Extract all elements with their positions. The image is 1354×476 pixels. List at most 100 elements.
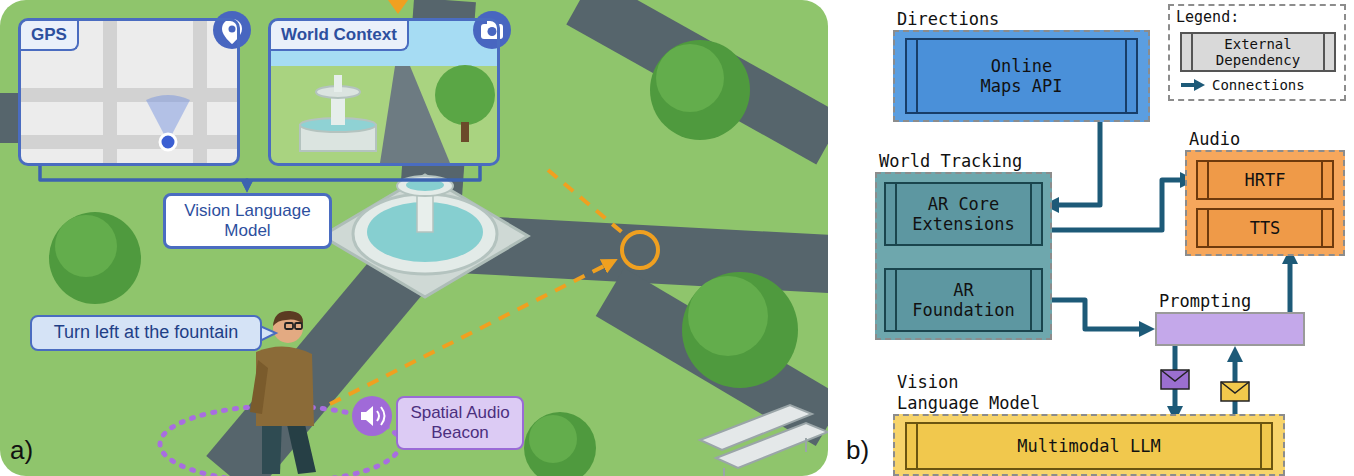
tree bbox=[55, 215, 117, 277]
road bbox=[230, 255, 415, 476]
road bbox=[580, 0, 828, 140]
camera-view bbox=[461, 122, 469, 142]
route-path bbox=[548, 170, 624, 234]
tree bbox=[688, 276, 768, 356]
tree bbox=[650, 40, 750, 140]
camera-icon bbox=[487, 21, 497, 26]
bench bbox=[700, 405, 812, 450]
info-panel: World Context bbox=[268, 18, 500, 166]
tree bbox=[49, 40, 798, 476]
tree bbox=[524, 412, 596, 476]
panel-heading: World Context bbox=[271, 21, 409, 51]
park-scene bbox=[0, 0, 828, 476]
camera-view bbox=[271, 21, 497, 163]
person bbox=[286, 420, 316, 474]
module-group: World TrackingAR Core ExtensionsAR Found… bbox=[875, 172, 1052, 340]
connection-sample bbox=[1181, 83, 1196, 87]
connection-sample bbox=[1180, 78, 1206, 92]
gps-map bbox=[21, 21, 237, 163]
dependency-box: Online Maps API bbox=[905, 38, 1138, 114]
road bbox=[0, 93, 200, 143]
fountain bbox=[367, 202, 483, 262]
model-box: Vision Language Model bbox=[163, 193, 332, 250]
dependency-box: Multimodal LLM bbox=[905, 422, 1273, 470]
gps-map bbox=[21, 21, 237, 163]
envelope-icon bbox=[1221, 382, 1249, 401]
group-heading: Prompting bbox=[1159, 291, 1251, 311]
node-text: Multimodal LLM bbox=[1017, 436, 1160, 456]
group-heading: Directions bbox=[897, 9, 999, 29]
envelope-icon bbox=[1161, 370, 1189, 389]
audio-ring bbox=[160, 406, 400, 476]
route-path bbox=[330, 262, 612, 404]
camera-view bbox=[300, 125, 376, 151]
person bbox=[250, 360, 268, 414]
person bbox=[273, 311, 303, 326]
gps-map bbox=[146, 95, 190, 142]
legend-swatch: External Dependency bbox=[1180, 32, 1336, 72]
view-marker bbox=[388, 0, 408, 14]
camera-view bbox=[435, 65, 495, 125]
group-heading: Audio bbox=[1189, 129, 1240, 149]
dependency-box: AR Foundation bbox=[884, 268, 1043, 332]
connector-arrow bbox=[1288, 256, 1293, 312]
panel-heading: GPS bbox=[21, 21, 79, 51]
panel-letter: a) bbox=[10, 436, 33, 465]
camera-view bbox=[316, 86, 360, 98]
node-text: TTS bbox=[1250, 218, 1281, 238]
camera-icon bbox=[488, 27, 497, 36]
connector-arrow bbox=[247, 166, 480, 186]
camera-view bbox=[334, 75, 342, 92]
node-text: AR Core Extensions bbox=[904, 194, 1023, 235]
gps-map bbox=[193, 21, 207, 163]
envelope-icon bbox=[1161, 370, 1189, 381]
node-text: Vision Language Model bbox=[174, 201, 321, 242]
waypoint-ring bbox=[622, 232, 658, 268]
speaker-icon bbox=[377, 407, 385, 425]
legend-text: Connections bbox=[1212, 77, 1305, 93]
connection-sample bbox=[1194, 79, 1205, 91]
connector-arrow bbox=[40, 166, 247, 186]
gps-map bbox=[21, 88, 237, 102]
fountain bbox=[417, 184, 433, 232]
pin-icon bbox=[229, 26, 236, 33]
gps-map bbox=[160, 134, 176, 150]
pin-icon bbox=[213, 11, 251, 49]
node-text: Spatial Audio Beacon bbox=[406, 403, 514, 444]
node-text: Turn left at the fountain bbox=[54, 322, 238, 344]
connector-arrow bbox=[1233, 354, 1238, 422]
road bbox=[610, 292, 828, 422]
legend-entry: Connections bbox=[1180, 77, 1336, 93]
bubble-tail bbox=[260, 326, 276, 341]
road bbox=[0, 0, 828, 476]
envelope-icon bbox=[1161, 370, 1189, 389]
connector-arrow bbox=[1173, 346, 1178, 414]
speaker-icon bbox=[361, 406, 373, 426]
prompt-box: Prompting bbox=[1155, 312, 1305, 346]
person bbox=[295, 323, 302, 329]
beacon-label: Spatial Audio Beacon bbox=[396, 396, 524, 451]
dependency-box: AR Core Extensions bbox=[884, 182, 1043, 246]
fountain bbox=[406, 179, 444, 191]
module-group: DirectionsOnline Maps API bbox=[893, 30, 1150, 122]
person bbox=[273, 313, 303, 343]
dependency-box: TTS bbox=[1196, 208, 1334, 248]
bench bbox=[724, 438, 806, 476]
tree bbox=[656, 44, 724, 112]
fountain bbox=[353, 194, 497, 274]
gps-map bbox=[103, 21, 117, 163]
speaker-icon bbox=[352, 396, 392, 436]
group-heading: Vision Language Model bbox=[897, 372, 1045, 413]
node-text: Online Maps API bbox=[967, 56, 1077, 97]
legend-entry: External Dependency bbox=[1180, 32, 1336, 72]
info-panel: GPS bbox=[18, 18, 240, 166]
legend-title: Legend: bbox=[1176, 8, 1239, 26]
fountain bbox=[322, 175, 528, 297]
tree bbox=[529, 415, 577, 463]
connector-arrow bbox=[1043, 300, 1147, 329]
module-group: AudioHRTFTTS bbox=[1185, 150, 1345, 256]
legend-text: External Dependency bbox=[1200, 36, 1316, 68]
camera-icon bbox=[473, 11, 511, 49]
group-heading: World Tracking bbox=[879, 151, 1022, 171]
